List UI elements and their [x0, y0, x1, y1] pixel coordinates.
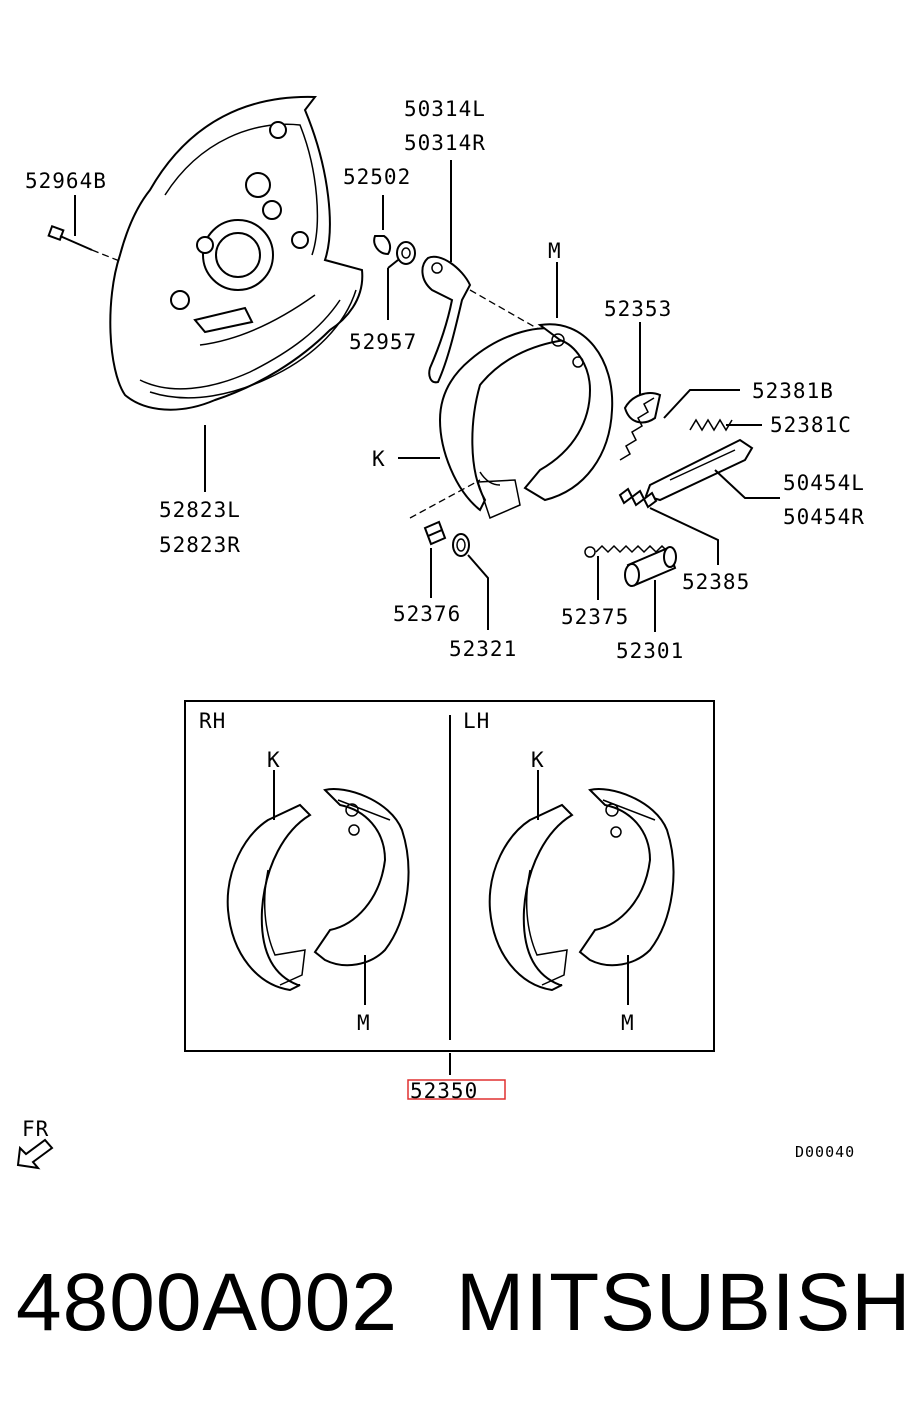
label-52381B: 52381B — [752, 379, 834, 403]
label-52502: 52502 — [343, 165, 411, 189]
label-52301: 52301 — [616, 639, 684, 663]
label-52321: 52321 — [449, 637, 517, 661]
drawing-code: D00040 — [795, 1143, 855, 1161]
spring-52381B — [619, 389, 740, 461]
shoe-set-inset: RH LH K M K M — [184, 700, 715, 1052]
inset-lh-m: M — [621, 1011, 635, 1035]
label-52375: 52375 — [561, 605, 629, 629]
cylinder-52301 — [624, 546, 677, 632]
inset-lh-label: LH — [463, 709, 490, 733]
front-indicator: FR — [16, 1117, 54, 1170]
front-arrow-icon — [16, 1138, 54, 1170]
label-50314R: 50314R — [404, 131, 486, 155]
label-52350: 52350 — [410, 1079, 478, 1103]
caption: 4800A002 MITSUBISHI — [0, 1262, 909, 1382]
brand-name: MITSUBISHI — [456, 1257, 909, 1348]
part-labels: 52964B 50314L 50314R 52502 52957 M 52353… — [25, 97, 865, 663]
shim-52353 — [623, 322, 662, 424]
label-52385: 52385 — [682, 570, 750, 594]
label-52964B: 52964B — [25, 169, 107, 193]
rh-shoes — [226, 770, 410, 1005]
spring-52381C — [689, 418, 762, 432]
label-50314L: 50314L — [404, 97, 486, 121]
inset-lh-k: K — [531, 748, 545, 772]
bolt-52964B — [47, 195, 123, 263]
brake-shoe-top — [398, 262, 614, 520]
lh-shoes — [488, 770, 675, 1005]
front-label: FR — [22, 1117, 49, 1141]
label-50454L: 50454L — [783, 471, 865, 495]
label-52381C: 52381C — [770, 413, 852, 437]
clip-52502 — [373, 195, 392, 256]
adjuster-50454 — [644, 438, 780, 502]
washer-52957 — [387, 241, 416, 320]
label-50454R: 50454R — [783, 505, 865, 529]
label-K-top: K — [372, 447, 386, 471]
highlight-box — [407, 1079, 506, 1100]
inset-rh-m: M — [357, 1011, 371, 1035]
backing-plate — [109, 95, 364, 411]
spring-52385 — [618, 487, 719, 565]
label-52823R: 52823R — [159, 533, 241, 557]
spring-52376 — [423, 520, 447, 598]
lever-50314 — [421, 160, 541, 384]
part-number: 4800A002 — [16, 1257, 398, 1348]
label-52957: 52957 — [349, 330, 417, 354]
inset-rh-label: RH — [199, 709, 226, 733]
label-52823L: 52823L — [159, 498, 241, 522]
label-M-top: M — [548, 239, 562, 263]
spring-52375 — [584, 544, 669, 600]
label-52353: 52353 — [604, 297, 672, 321]
ring-52321 — [452, 533, 489, 630]
label-52376: 52376 — [393, 602, 461, 626]
inset-rh-k: K — [267, 748, 281, 772]
